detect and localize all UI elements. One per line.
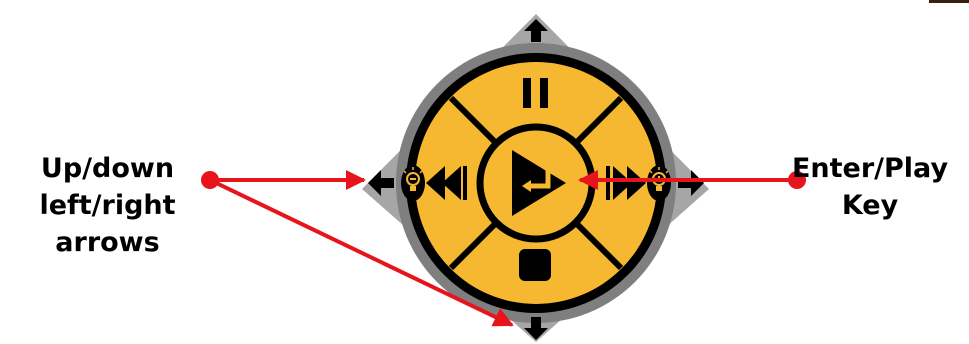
arrows-label-line-1: Up/down <box>10 150 205 187</box>
lightbulb-plus-icon[interactable] <box>647 165 671 201</box>
enter-key-label: Enter/Play Key <box>775 150 965 224</box>
enter-key-label-line-1: Enter/Play <box>775 150 965 187</box>
arrows-label: Up/down left/right arrows <box>10 150 205 261</box>
stop-icon[interactable] <box>519 249 551 281</box>
arrows-label-line-3: arrows <box>10 224 205 261</box>
lightbulb-minus-icon[interactable] <box>401 165 425 201</box>
enter-key-label-line-2: Key <box>775 187 965 224</box>
arrows-label-line-2: left/right <box>10 187 205 224</box>
